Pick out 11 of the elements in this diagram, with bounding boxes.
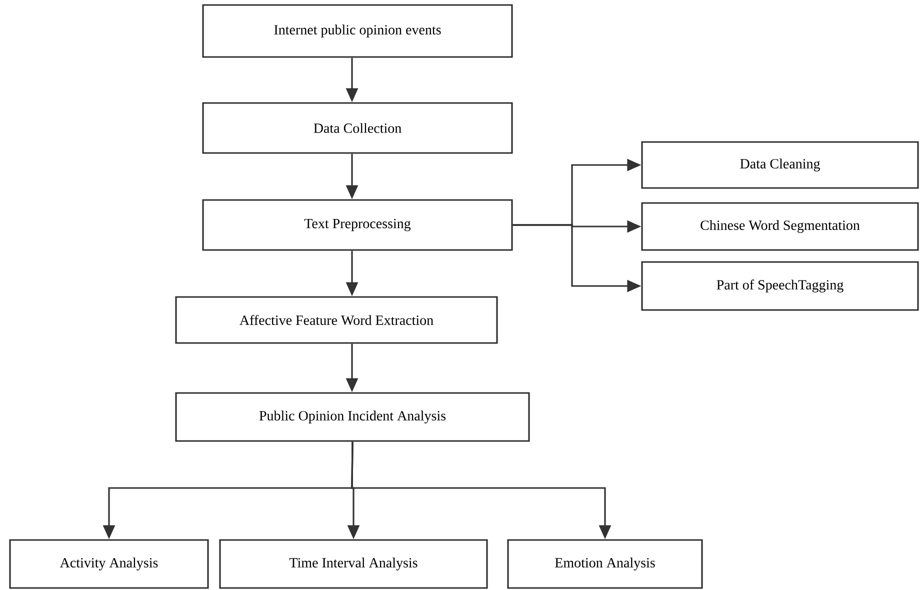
process-box: Emotion Analysis	[507, 539, 703, 589]
process-box: Public Opinion Incident Analysis	[175, 392, 530, 442]
process-box: Activity Analysis	[9, 539, 209, 589]
process-box: Text Preprocessing	[202, 199, 513, 251]
process-box: Data Cleaning	[641, 141, 919, 189]
process-box: Data Collection	[202, 102, 513, 154]
process-box: Time Interval Analysis	[219, 539, 488, 589]
process-box: Internet public opinion events	[202, 4, 513, 58]
process-box: Affective Feature Word Extraction	[175, 296, 498, 344]
process-box: Part of SpeechTagging	[641, 261, 919, 311]
process-box: Chinese Word Segmentation	[641, 202, 919, 251]
